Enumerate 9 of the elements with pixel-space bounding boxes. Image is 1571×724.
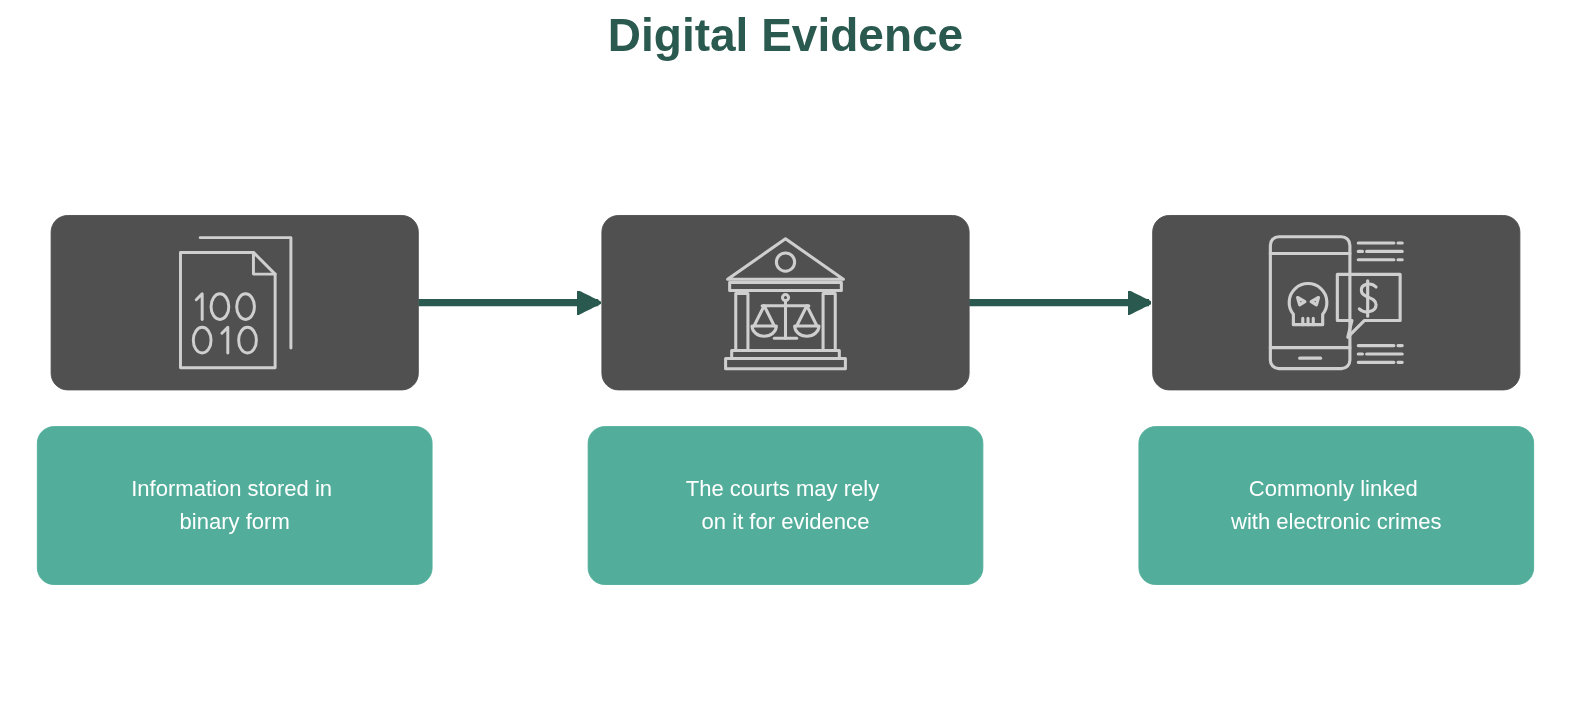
arrow — [418, 289, 602, 316]
title: Digital Evidence — [607, 8, 964, 63]
node-picture — [601, 215, 970, 391]
node-picture — [1152, 215, 1521, 391]
node-box: Commonly linked with electronic crimes — [1138, 426, 1535, 585]
node-box: The courts may rely on it for evidence — [587, 426, 984, 585]
node-picture — [50, 215, 419, 391]
node-box: Information stored in binary form — [36, 426, 433, 585]
arrow — [969, 289, 1153, 316]
